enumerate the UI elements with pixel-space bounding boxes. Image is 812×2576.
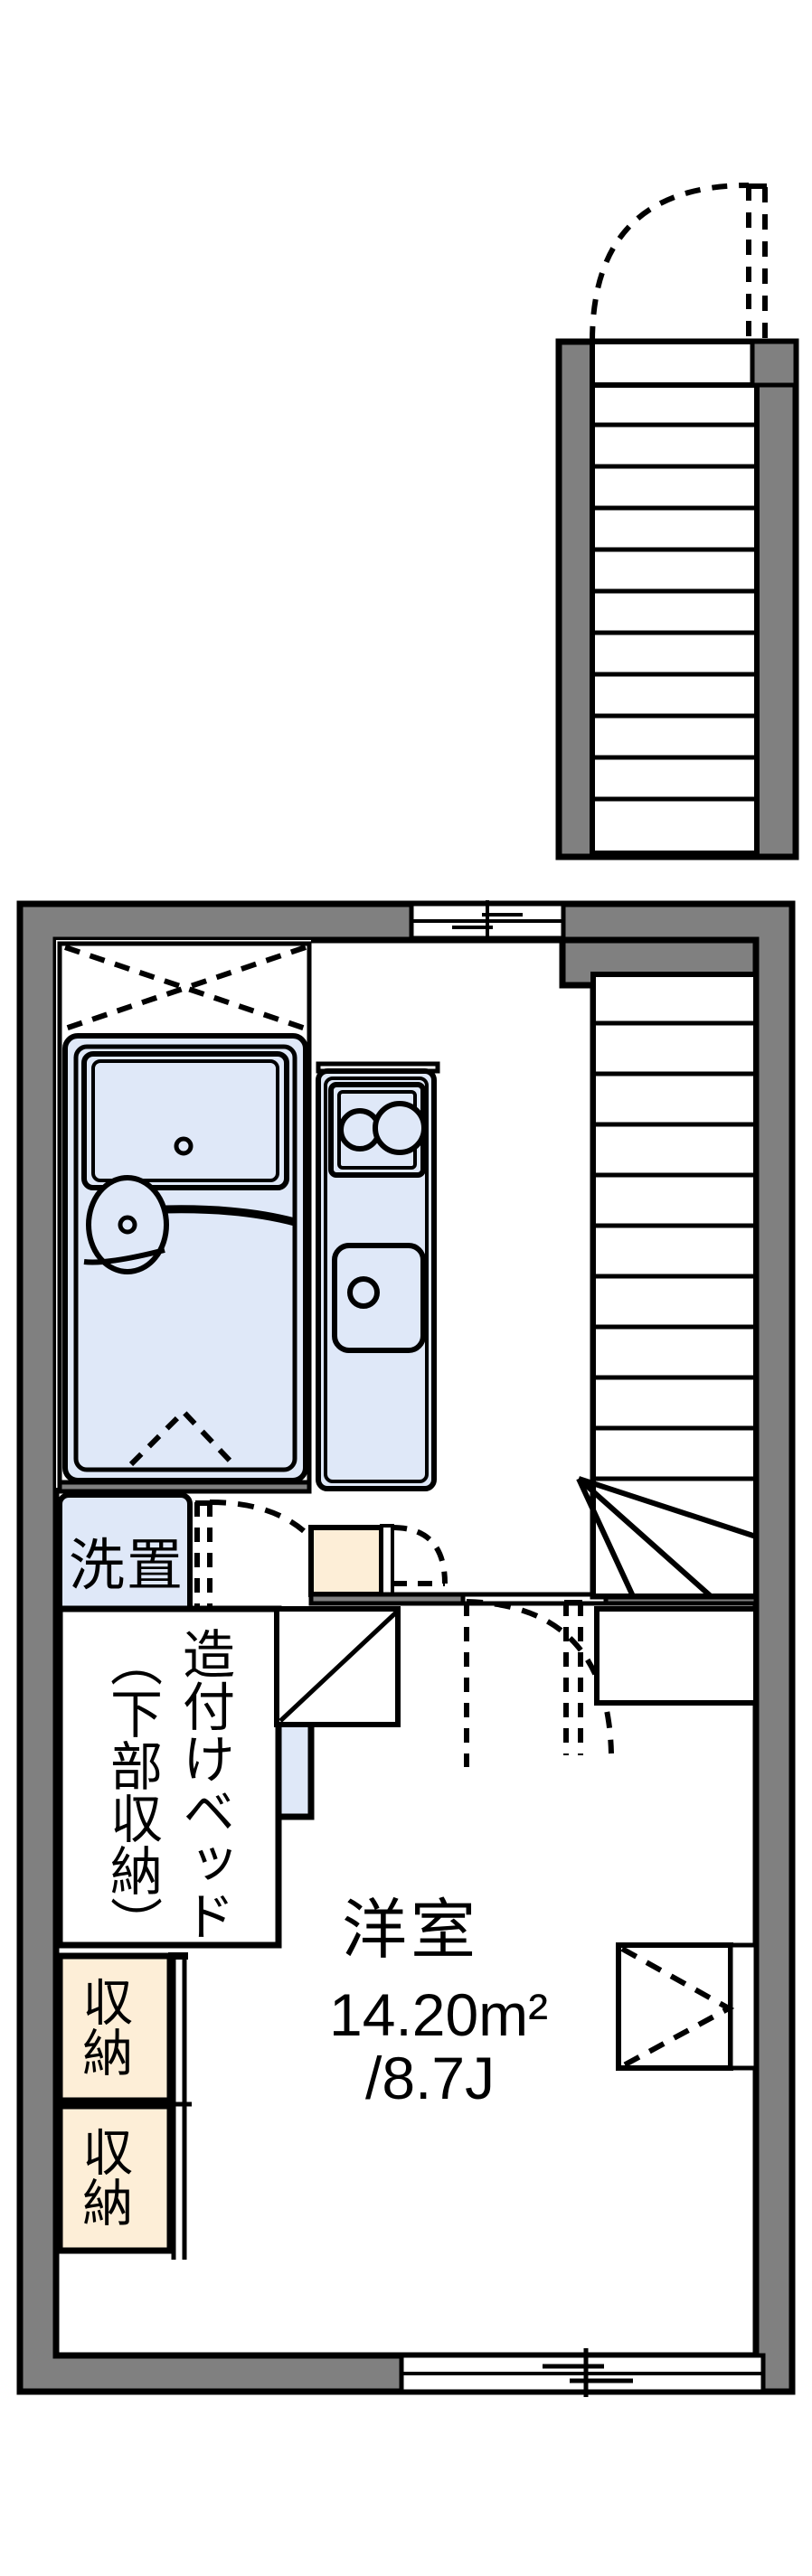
bath-cabinet-hatch (64, 945, 307, 1031)
folding-closet-door (616, 1942, 759, 2071)
interior-stair-group (559, 936, 760, 1600)
built-in-bed-label-sub: （下部収納） (102, 1634, 161, 1949)
window-bottom-balcony (399, 2348, 766, 2397)
washer-space-label: 洗置 (69, 1535, 185, 1597)
interior-stair-winders (577, 1265, 584, 1270)
stove-two-burner-icon (328, 1082, 427, 1178)
exterior-stair-group (555, 338, 799, 860)
closet-upper-label: 収納 (75, 1976, 133, 2077)
unit-bath-group (56, 940, 312, 1494)
kitchen-group (316, 1061, 440, 1491)
closet-lower-box (56, 2102, 174, 2254)
window-top (409, 900, 566, 942)
main-room-area-sqm: 14.20m² (329, 1981, 549, 2048)
shoe-cabinet-icon (308, 1525, 384, 1597)
main-room-area-jo: /8.7J (365, 2045, 496, 2111)
closet-upper-box (56, 1952, 174, 2104)
built-in-bed-box (56, 1605, 401, 1949)
kitchen-sink-icon (332, 1243, 426, 1353)
right-upper-closet (594, 1606, 759, 1706)
closet-lower-label: 収納 (75, 2126, 133, 2227)
bathtub-icon (81, 1051, 289, 1190)
built-in-bed-label-main: 造付けベッド (175, 1627, 233, 1941)
interior-stair-treads (593, 1020, 756, 1481)
room-door-swing (464, 1599, 614, 1767)
exterior-stair-treads (592, 381, 757, 802)
closets-group (56, 1952, 192, 2260)
main-room-name: 洋室 (342, 1894, 480, 1967)
washbasin-icon (86, 1175, 169, 1274)
entrance-door-swing (590, 183, 768, 346)
